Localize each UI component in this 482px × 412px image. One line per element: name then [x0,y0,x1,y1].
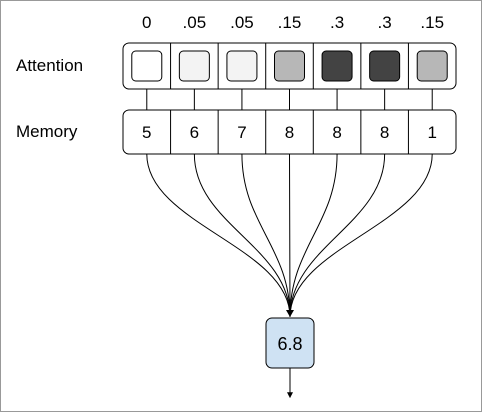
attention-weight-swatch [131,50,163,82]
attention-weight-swatch [274,50,305,82]
aggregation-curve [289,153,386,318]
attention-weight-label: .15 [420,13,444,32]
attention-weight-label: .15 [278,13,302,32]
attention-row [122,42,457,90]
memory-value: 5 [142,123,151,142]
attention-weight-label: .05 [183,13,207,32]
connectors [146,89,433,110]
memory-value: 6 [190,123,199,142]
output-node: 6.8 [265,317,315,369]
memory-value: 1 [427,123,436,142]
memory-label: Memory [16,122,78,141]
aggregation-curve [289,153,433,318]
attention-weight-swatch [178,50,210,82]
aggregation-curve [289,153,338,318]
attention-label: Attention [16,56,83,75]
attention-weight-label: .05 [230,13,254,32]
aggregation-curve [241,153,291,318]
memory-value: 8 [380,123,389,142]
attention-weight-label: .3 [330,13,344,32]
aggregation-curve [146,153,291,318]
convergence-arrowhead [286,310,294,317]
attention-weight-swatch [226,50,258,82]
attention-weight-label: 0 [142,13,151,32]
attention-weight-swatch [369,50,401,82]
memory-value: 8 [285,123,294,142]
memory-value: 7 [237,123,246,142]
attention-weight-swatch [321,50,353,82]
output-value: 6.8 [277,334,302,354]
aggregation-curves [146,153,433,318]
aggregation-curve [289,153,291,318]
attention-weight-swatch [416,50,448,82]
weight-labels: 0 .05 .05 .15 .3 .3 .15 [142,13,444,32]
aggregation-curve [193,153,291,318]
memory-value: 8 [332,123,341,142]
attention-weight-label: .3 [378,13,392,32]
memory-row: 5 6 7 8 8 8 1 [122,109,457,155]
